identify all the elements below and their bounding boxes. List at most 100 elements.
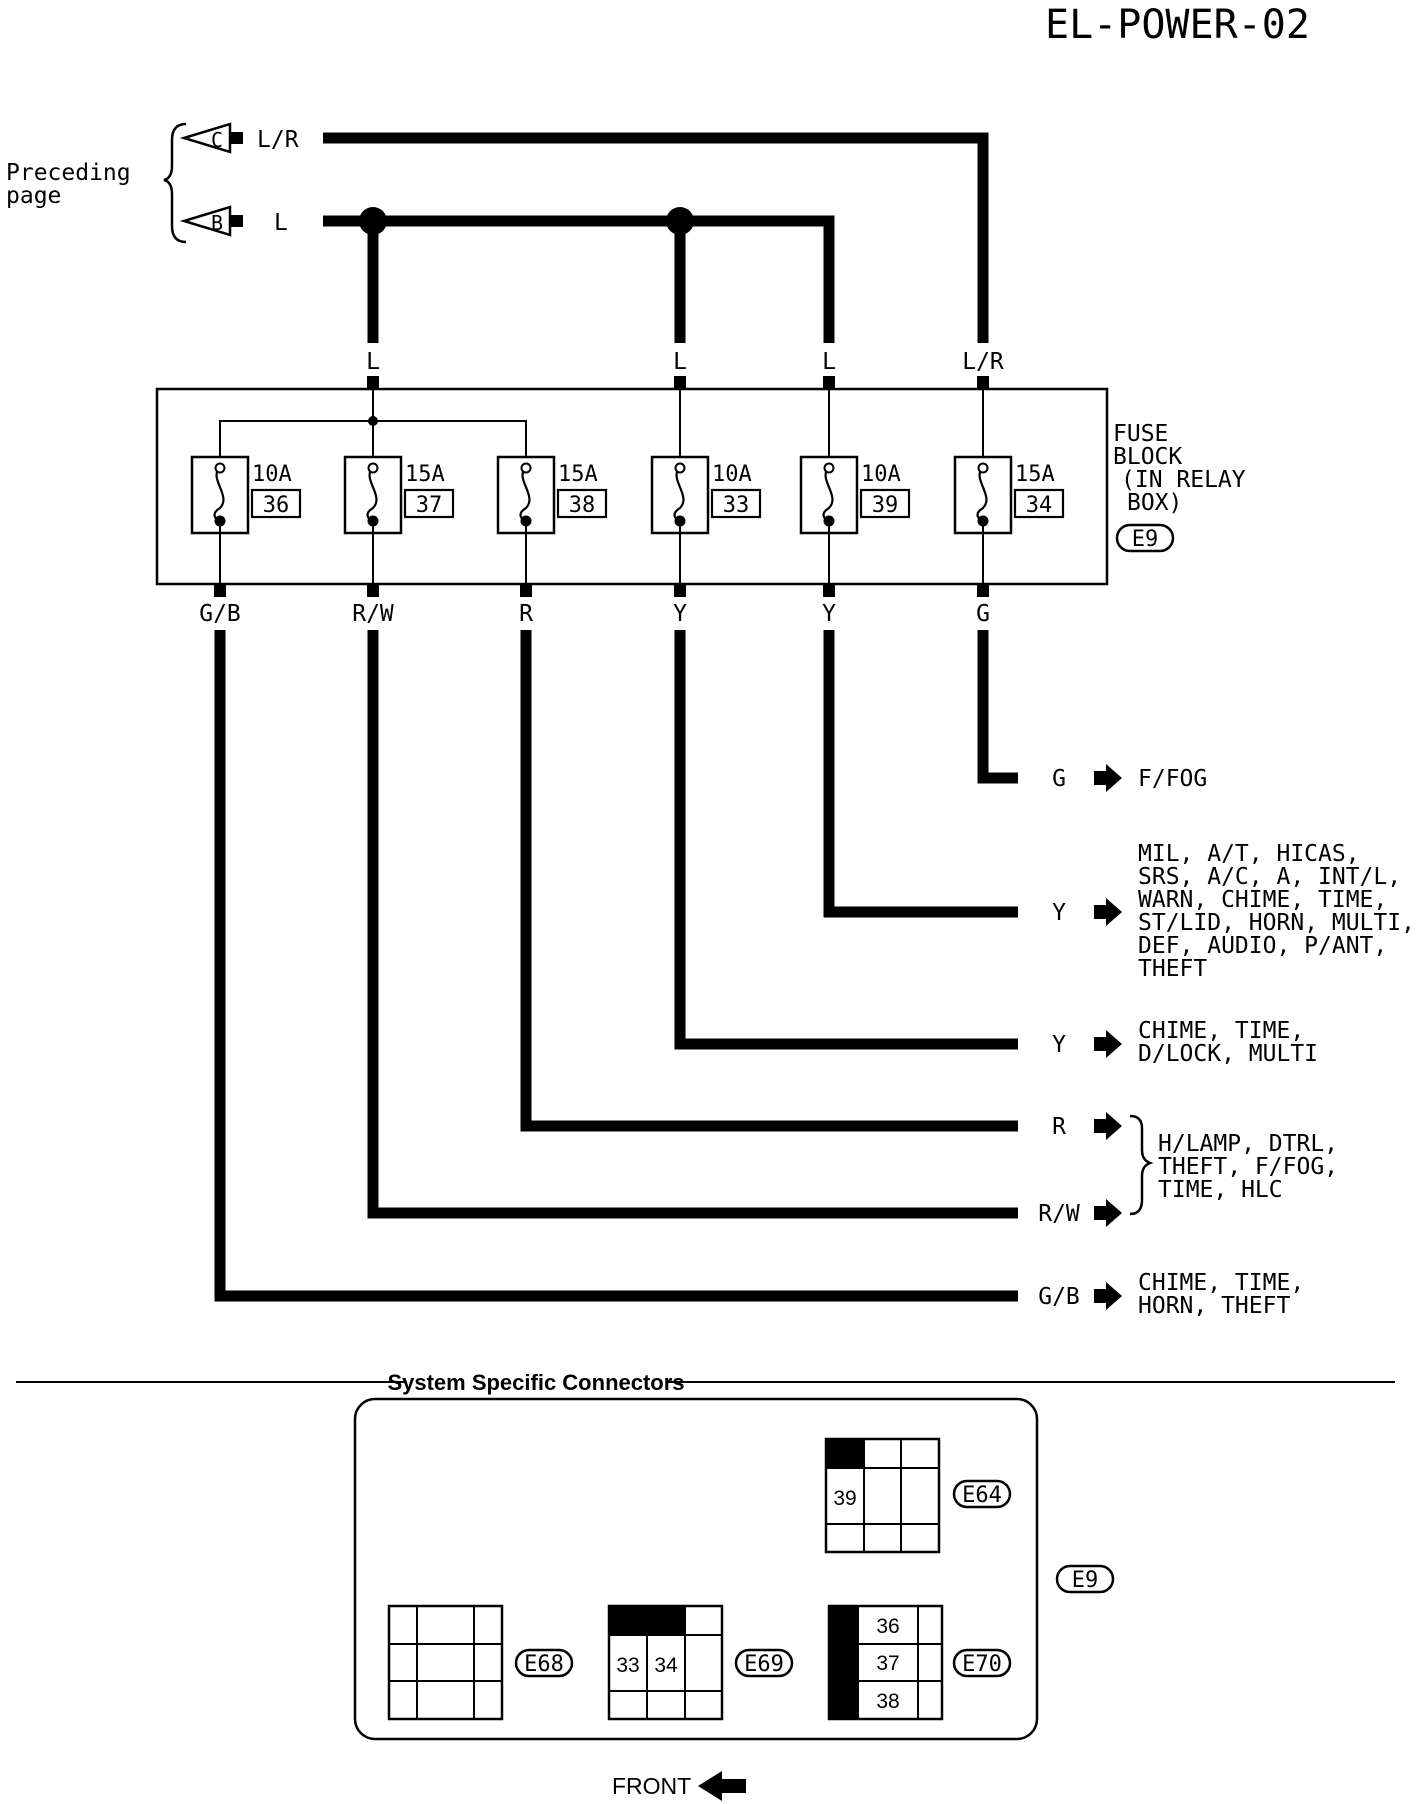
svg-text:39: 39 [833,1487,856,1510]
out-rw-wire: R/W [1038,1201,1080,1227]
fuse-block-label-2: BLOCK [1113,444,1182,470]
svg-text:37: 37 [876,1652,899,1675]
out-gb-wire: G/B [1038,1284,1080,1310]
svg-text:C: C [211,128,223,152]
fuse-amp-39: 10A [861,462,901,487]
connectors-e9-label: E9 [1055,1564,1115,1594]
wire-g [977,630,1018,784]
svg-text:E68: E68 [524,1652,564,1677]
preceding-page: Preceding page C L/R B L [6,122,299,244]
connector-b: B L [179,205,288,237]
svg-text:36: 36 [876,1615,899,1638]
preceding-label-2: page [6,183,61,209]
out-r-rw-brace [1129,1114,1154,1216]
svg-text:MIL, A/T, HICAS,: MIL, A/T, HICAS, [1138,841,1360,867]
connector-e70: 36 37 38 E70 [827,1604,1012,1721]
top-wire-label-2: L [673,349,687,375]
svg-text:E64: E64 [962,1483,1002,1508]
svg-text:E70: E70 [962,1652,1002,1677]
fuse-amp-33: 10A [712,462,752,487]
svg-text:D/LOCK, MULTI: D/LOCK, MULTI [1138,1041,1318,1067]
svg-text:E69: E69 [744,1652,784,1677]
svg-text:CHIME, TIME,: CHIME, TIME, [1138,1018,1304,1044]
arrow-right-icon [1094,898,1122,926]
fuse-number-39: 39 [872,493,899,518]
out-r-wire: R [1052,1114,1066,1140]
wire-lr [323,132,989,343]
wire-rw [367,630,1018,1219]
out-y2-wire: Y [1052,1032,1066,1058]
svg-text:HORN, THEFT: HORN, THEFT [1138,1293,1290,1319]
fuse-block-label-3: (IN RELAY [1121,467,1246,493]
fuse-number-37: 37 [416,493,443,518]
out-g-dest: F/FOG [1138,766,1207,792]
svg-text:H/LAMP, DTRL,: H/LAMP, DTRL, [1158,1131,1338,1157]
front-indicator: FRONT [612,1771,746,1801]
arrow-right-icon [1094,1112,1122,1140]
out-y1-wire: Y [1052,900,1066,926]
svg-text:33: 33 [616,1654,639,1677]
out-g-wire: G [1052,766,1066,792]
svg-text:SRS, A/C, A, INT/L,: SRS, A/C, A, INT/L, [1138,864,1401,890]
arrow-right-icon [1094,1282,1122,1310]
preceding-label-1: Preceding [6,160,131,186]
wire-y-33 [674,630,1018,1050]
top-wire-label-4: L/R [962,349,1004,375]
svg-text:DEF, AUDIO, P/ANT,: DEF, AUDIO, P/ANT, [1138,933,1387,959]
splice-2 [666,207,694,235]
fuse-amp-34: 15A [1015,462,1055,487]
out-label-r: R [519,601,533,627]
wire-gb [214,630,1018,1302]
wire-y-39 [823,630,1018,918]
front-arrow-icon [698,1771,746,1801]
fuse-block-connector-e9: E9 [1115,523,1175,553]
fuse-amp-38: 15A [558,462,598,487]
svg-text:CHIME, TIME,: CHIME, TIME, [1138,1270,1304,1296]
out-label-gb: G/B [199,601,241,627]
connector-e69: 33 34 E69 [607,1604,794,1721]
out-gb-dest: CHIME, TIME, HORN, THEFT [1138,1270,1304,1319]
svg-text:38: 38 [876,1690,899,1713]
svg-text:THEFT: THEFT [1138,956,1207,982]
fuse-number-33: 33 [723,493,750,518]
connector-e68: E68 [387,1604,574,1721]
connectors-section: System Specific Connectors 39 E64 E9 [16,1370,1395,1801]
wire-l [323,215,835,343]
top-wire-label-3: L [822,349,836,375]
connector-c: C L/R [179,122,299,154]
connector-e64: 39 E64 [824,1437,1012,1554]
fuse-amp-37: 15A [405,462,445,487]
top-wires [323,132,989,343]
fuse-number-38: 38 [569,493,596,518]
svg-text:THEFT, F/FOG,: THEFT, F/FOG, [1158,1154,1338,1180]
splice-1 [359,207,387,235]
wire-label-c: L/R [257,127,299,153]
arrow-right-icon [1094,1199,1122,1227]
out-r-rw-dest: H/LAMP, DTRL, THEFT, F/FOG, TIME, HLC [1158,1131,1338,1203]
out-label-g: G [976,601,990,627]
out-label-y2: Y [822,601,836,627]
top-wire-label-1: L [366,349,380,375]
svg-text:TIME, HLC: TIME, HLC [1158,1177,1283,1203]
wire-label-b: L [274,210,288,236]
out-y2-dest: CHIME, TIME, D/LOCK, MULTI [1138,1018,1318,1067]
out-label-rw: R/W [352,601,394,627]
fuse-number-34: 34 [1026,493,1053,518]
fuse-block-label-4: BOX) [1127,490,1182,516]
preceding-brace [163,122,187,244]
svg-text:E9: E9 [1072,1568,1099,1593]
svg-text:FRONT: FRONT [612,1773,691,1799]
wire-r [520,630,1018,1132]
out-y1-dest: MIL, A/T, HICAS, SRS, A/C, A, INT/L, WAR… [1138,841,1415,982]
svg-text:ST/LID, HORN, MULTI,: ST/LID, HORN, MULTI, [1138,910,1415,936]
output-wires [214,630,1018,1302]
fuse-block-label-1: FUSE [1113,421,1168,447]
